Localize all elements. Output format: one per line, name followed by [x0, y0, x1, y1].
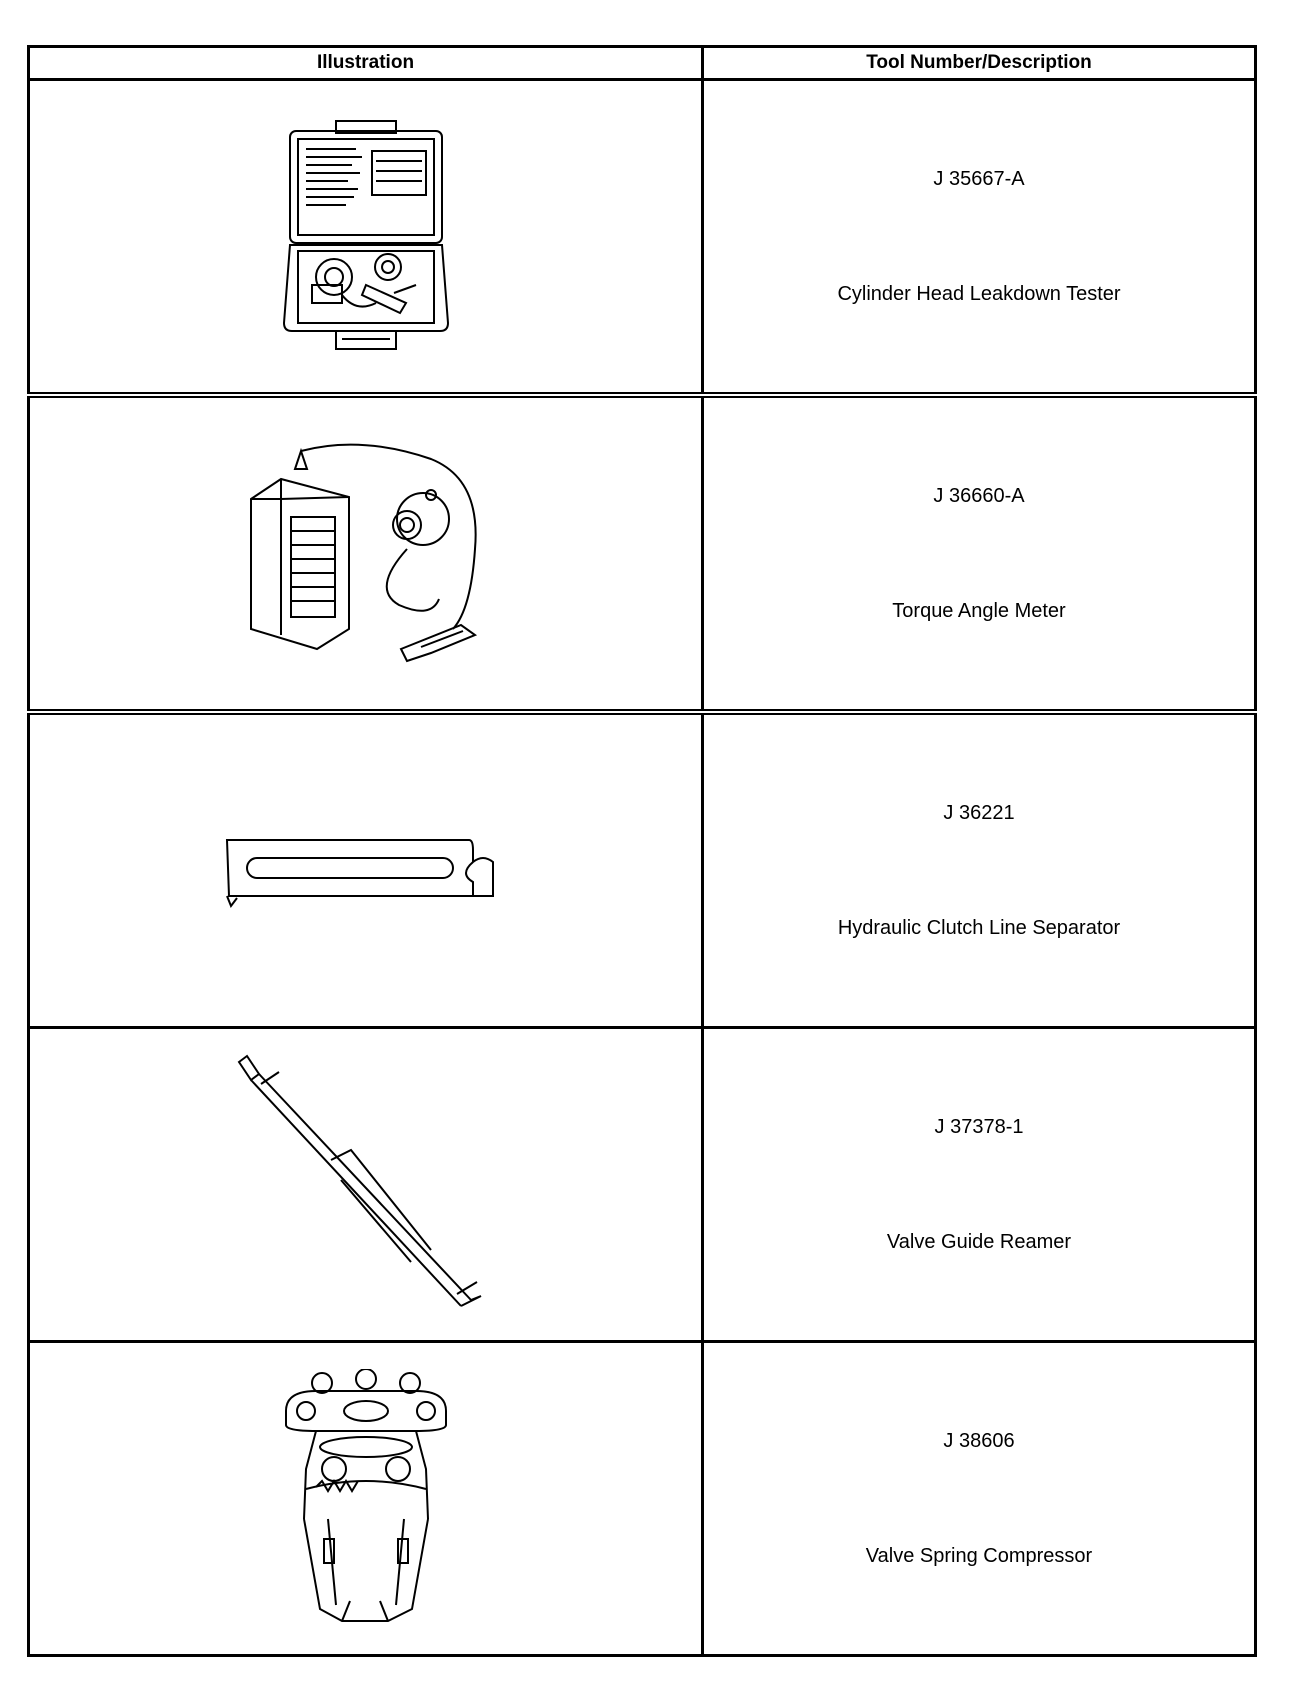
- description-cell: J 36221 Hydraulic Clutch Line Separator: [701, 709, 1257, 1029]
- tool-description: Hydraulic Clutch Line Separator: [837, 916, 1121, 939]
- illustration-cell: [27, 78, 704, 397]
- tool-number: J 35667-A: [933, 167, 1025, 190]
- description-cell: J 38606 Valve Spring Compressor: [701, 1340, 1257, 1657]
- tool-description: Cylinder Head Leakdown Tester: [837, 282, 1121, 305]
- tool-number: J 37378-1: [934, 1115, 1024, 1138]
- torque-angle-meter-icon: [249, 443, 477, 662]
- valve-spring-compressor-icon: [284, 1368, 447, 1622]
- header-illustration: Illustration: [27, 45, 704, 81]
- tool-description: Valve Spring Compressor: [865, 1544, 1093, 1567]
- description-cell: J 36660-A Torque Angle Meter: [701, 392, 1257, 714]
- table-row: J 38606 Valve Spring Compressor: [27, 1340, 1257, 1657]
- header-tool-number-description: Tool Number/Description: [701, 45, 1257, 81]
- illustration-cell: [27, 392, 704, 714]
- description-cell: J 35667-A Cylinder Head Leakdown Tester: [701, 78, 1257, 397]
- tool-description: Torque Angle Meter: [892, 599, 1066, 622]
- leakdown-tester-case-icon: [282, 119, 449, 350]
- clutch-line-separator-icon: [225, 838, 494, 908]
- tool-description: Valve Guide Reamer: [886, 1230, 1072, 1253]
- special-tools-table: Illustration Tool Number/Description: [27, 45, 1257, 1657]
- illustration-cell: [27, 1340, 704, 1657]
- tool-number: J 36221: [943, 801, 1015, 824]
- tool-number: J 38606: [943, 1429, 1015, 1452]
- table-row: J 35667-A Cylinder Head Leakdown Tester: [27, 78, 1257, 397]
- tool-number: J 36660-A: [933, 484, 1025, 507]
- valve-guide-reamer-icon: [237, 1054, 481, 1307]
- illustration-cell: [27, 709, 704, 1029]
- table-row: J 36221 Hydraulic Clutch Line Separator: [27, 709, 1257, 1029]
- table-row: J 36660-A Torque Angle Meter: [27, 392, 1257, 714]
- table-header-row: Illustration Tool Number/Description: [27, 45, 1257, 81]
- description-cell: J 37378-1 Valve Guide Reamer: [701, 1026, 1257, 1343]
- table-row: J 37378-1 Valve Guide Reamer: [27, 1026, 1257, 1343]
- illustration-cell: [27, 1026, 704, 1343]
